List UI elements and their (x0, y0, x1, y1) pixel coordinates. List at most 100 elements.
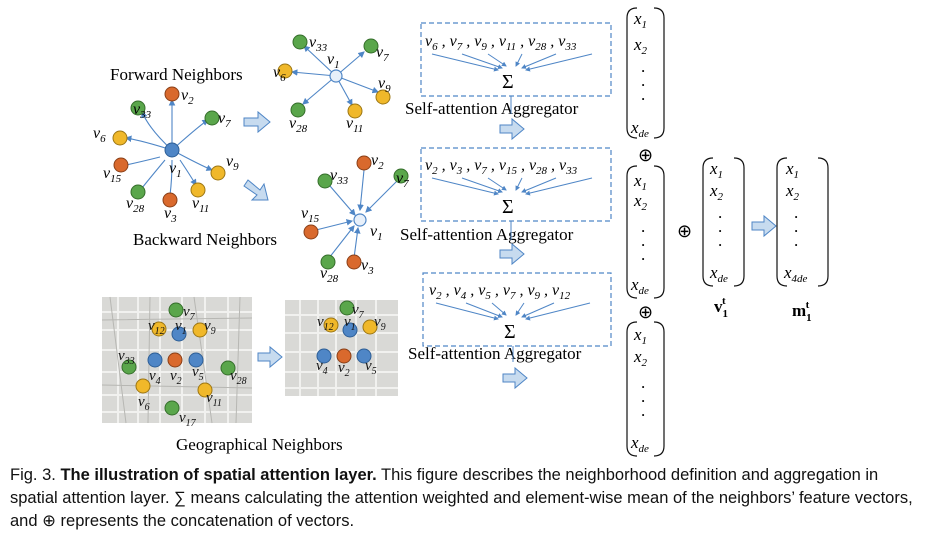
svg-text:v4: v4 (149, 368, 161, 387)
backward-subgraph: v33 v2 v7 v15 v1 v28 v3 (301, 152, 409, 285)
svg-text:.: . (641, 401, 645, 420)
sigma-2: Σ (502, 196, 514, 218)
svg-text:.: . (718, 231, 722, 250)
svg-text:.: . (641, 71, 645, 90)
node-v28 (130, 184, 146, 200)
svg-text:v1: v1 (327, 51, 340, 71)
node-v9 (210, 165, 226, 181)
svg-text:x2: x2 (709, 181, 724, 203)
aggregator-3: v2 , v4 , v5 , v7 , v9 , v12 Σ Self-atte… (408, 272, 612, 390)
node-v3 (162, 192, 178, 208)
svg-text:.: . (641, 373, 645, 392)
node-v2 (164, 86, 180, 102)
svg-text:v2: v2 (170, 368, 182, 387)
oplus-2: ⊕ (638, 302, 653, 322)
caption-body: This figure describes the neighborhood d… (10, 466, 913, 530)
svg-text:x4de: x4de (783, 263, 808, 285)
svg-text:v28: v28 (289, 115, 308, 135)
svg-text:x1: x1 (633, 171, 647, 193)
figure-caption: Fig. 3. The illustration of spatial atte… (10, 464, 920, 533)
sigma-3: Σ (504, 321, 516, 343)
vector-v1t: x1 x2 . . . xde v1t (702, 157, 745, 320)
svg-text:v9: v9 (204, 318, 216, 337)
svg-text:v33: v33 (309, 34, 328, 54)
svg-text:xde: xde (630, 433, 649, 455)
svg-text:v1: v1 (370, 223, 383, 243)
final-arrow (751, 214, 777, 238)
backward-neighbors-label: Backward Neighbors (133, 230, 277, 249)
vector-backward: x1 x2 . . . xde (626, 165, 665, 299)
svg-text:.: . (794, 231, 798, 250)
svg-text:v2: v2 (338, 360, 350, 379)
svg-text:v1: v1 (175, 318, 187, 337)
svg-text:v2 , v3 , v7 , v15 , v28 , v33: v2 , v3 , v7 , v15 , v28 , v33 (425, 157, 578, 177)
svg-text:.: . (794, 217, 798, 236)
svg-text:x1: x1 (633, 9, 647, 31)
aggregator-label-1: Self-attention Aggregator (405, 99, 579, 118)
aggregator-2: v2 , v3 , v7 , v15 , v28 , v33 Σ Self-at… (400, 147, 612, 266)
vector-forward: x1 x2 . . . xde (626, 7, 665, 140)
svg-text:.: . (641, 387, 645, 406)
node-v33 (130, 100, 146, 116)
aggregator-label-2: Self-attention Aggregator (400, 225, 574, 244)
svg-text:v3: v3 (164, 205, 177, 225)
svg-text:.: . (641, 231, 645, 250)
svg-text:xde: xde (630, 118, 649, 140)
svg-text:.: . (641, 217, 645, 236)
geographic-map-left: v7 v12 v1 v9 v33 v4 v2 v5 v28 v6 v11 v17 (101, 296, 253, 429)
caption-prefix: Fig. 3. (10, 466, 56, 484)
svg-text:v6 , v7 , v9 , v11 , v28 , v33: v6 , v7 , v9 , v11 , v28 , v33 (425, 33, 577, 53)
svg-text:x2: x2 (633, 347, 648, 369)
svg-text:.: . (718, 203, 722, 222)
svg-text:v5: v5 (192, 364, 204, 383)
spatial-attention-diagram: Forward Neighbors Backward Neighbors v2 … (93, 7, 829, 457)
full-neighbor-graph: Forward Neighbors Backward Neighbors v2 … (93, 65, 277, 249)
svg-text:v6: v6 (93, 125, 106, 145)
svg-text:x1: x1 (709, 159, 723, 181)
forward-subgraph: v33 v1 v7 v6 v9 v28 v11 (273, 34, 391, 135)
svg-text:.: . (641, 57, 645, 76)
svg-text:v33: v33 (330, 167, 349, 187)
svg-text:v3: v3 (361, 257, 374, 277)
oplus-1: ⊕ (638, 145, 653, 165)
forward-neighbors-label: Forward Neighbors (110, 65, 243, 84)
svg-text:v9: v9 (226, 153, 239, 173)
aggregator-1: v6 , v7 , v9 , v11 , v28 , v33 Σ Self-at… (405, 22, 612, 141)
split-arrows (243, 110, 271, 201)
vector-m1t: x1 x2 . . . x4de m1t (776, 157, 829, 324)
svg-text:x1: x1 (785, 159, 799, 181)
svg-text:x2: x2 (633, 35, 648, 57)
svg-text:v7: v7 (376, 44, 389, 64)
svg-text:v2: v2 (371, 152, 384, 172)
svg-text:.: . (641, 245, 645, 264)
oplus-3: ⊕ (677, 221, 692, 241)
svg-text:v2 , v4 , v5 , v7 , v9 , v12: v2 , v4 , v5 , v7 , v9 , v12 (429, 282, 571, 302)
node-v15 (113, 157, 129, 173)
sigma-1: Σ (502, 71, 514, 93)
node-v7 (204, 110, 220, 126)
svg-text:.: . (641, 85, 645, 104)
node-center (164, 142, 180, 158)
svg-text:v5: v5 (365, 358, 377, 377)
geographic-map-right: v7 v12 v1 v9 v4 v2 v5 (285, 300, 398, 396)
node-v11 (190, 182, 206, 198)
vector-geographic: x1 x2 . . . xde (626, 321, 665, 457)
svg-text:v9: v9 (374, 314, 386, 333)
geographical-neighbors-label: Geographical Neighbors (176, 435, 343, 454)
svg-text:.: . (718, 217, 722, 236)
svg-text:xde: xde (709, 263, 728, 285)
svg-text:v1: v1 (169, 160, 182, 180)
svg-text:v4: v4 (316, 358, 328, 377)
svg-text:v1: v1 (344, 314, 356, 333)
svg-text:x2: x2 (785, 181, 800, 203)
aggregator-label-3: Self-attention Aggregator (408, 344, 582, 363)
svg-text:m1t: m1t (792, 299, 812, 324)
svg-text:x2: x2 (633, 191, 648, 213)
svg-text:v15: v15 (301, 205, 320, 225)
svg-text:v11: v11 (192, 195, 209, 215)
node-v6 (112, 130, 128, 146)
svg-text:x1: x1 (633, 325, 647, 347)
caption-title: The illustration of spatial attention la… (60, 466, 377, 484)
svg-text:v1t: v1t (714, 295, 728, 320)
svg-text:v6: v6 (138, 394, 150, 413)
